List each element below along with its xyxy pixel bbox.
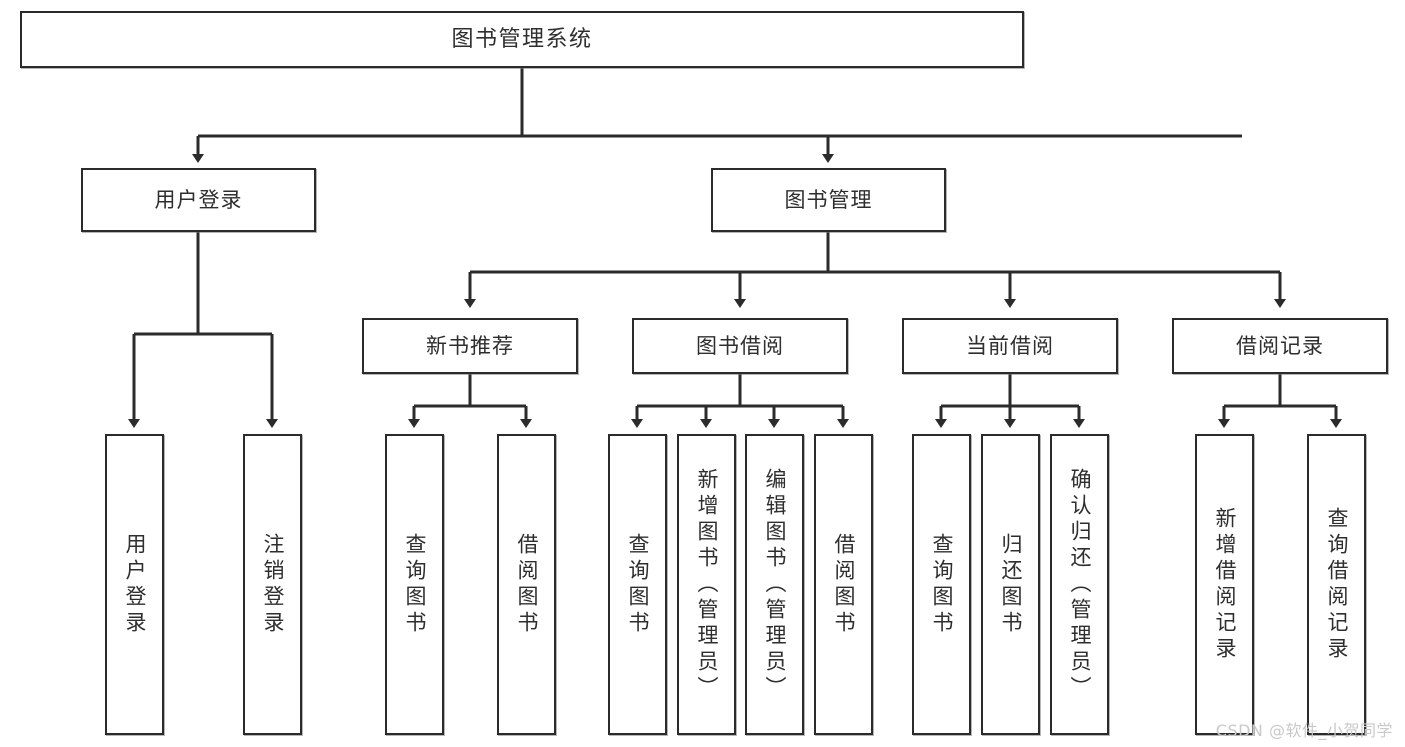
leaf-logout-login[interactable]: 注销登录	[243, 434, 302, 735]
node-book-management[interactable]: 图书管理	[711, 168, 946, 232]
leaf-user-login[interactable]: 用户登录	[105, 434, 164, 735]
leaf-confirm-return-admin[interactable]: 确认归还（管理员）	[1050, 434, 1109, 735]
node-book-borrow[interactable]: 图书借阅	[632, 318, 848, 374]
node-label: 归还图书	[999, 532, 1023, 637]
leaf-add-borrow-record[interactable]: 新增借阅记录	[1195, 434, 1254, 735]
node-label: 新增图书（管理员）	[695, 467, 719, 702]
node-label: 用户登录	[154, 187, 243, 212]
node-label: 新增借阅记录	[1213, 506, 1237, 663]
node-label: 借阅图书	[832, 532, 856, 637]
node-borrow-record[interactable]: 借阅记录	[1172, 318, 1388, 374]
node-label: 借阅记录	[1236, 333, 1324, 358]
node-label: 图书借阅	[696, 333, 784, 358]
leaf-return-book[interactable]: 归还图书	[981, 434, 1040, 735]
node-label: 用户登录	[123, 532, 147, 637]
node-label: 图书管理系统	[451, 26, 593, 52]
node-label: 图书管理	[784, 187, 873, 212]
leaf-borrow-book-2[interactable]: 借阅图书	[814, 434, 873, 735]
node-label: 编辑图书（管理员）	[763, 467, 787, 702]
node-label: 查询借阅记录	[1325, 506, 1349, 663]
node-label: 查询图书	[626, 532, 650, 637]
node-label: 查询图书	[403, 532, 427, 637]
leaf-add-book-admin[interactable]: 新增图书（管理员）	[677, 434, 736, 735]
leaf-query-book-2[interactable]: 查询图书	[608, 434, 667, 735]
node-current-borrow[interactable]: 当前借阅	[902, 318, 1118, 374]
leaf-query-book-3[interactable]: 查询图书	[912, 434, 971, 735]
node-label: 新书推荐	[426, 333, 514, 358]
node-label: 确认归还（管理员）	[1068, 467, 1092, 702]
leaf-query-book-1[interactable]: 查询图书	[385, 434, 444, 735]
node-label: 借阅图书	[515, 532, 539, 637]
leaf-borrow-book-1[interactable]: 借阅图书	[497, 434, 556, 735]
node-user-login[interactable]: 用户登录	[81, 168, 316, 232]
leaf-edit-book-admin[interactable]: 编辑图书（管理员）	[745, 434, 804, 735]
node-label: 注销登录	[261, 532, 285, 637]
node-new-book-recommend[interactable]: 新书推荐	[362, 318, 578, 374]
leaf-query-borrow-record[interactable]: 查询借阅记录	[1307, 434, 1366, 735]
node-label: 当前借阅	[966, 333, 1054, 358]
node-root-system[interactable]: 图书管理系统	[20, 11, 1024, 68]
node-label: 查询图书	[930, 532, 954, 637]
watermark: CSDN @软件_小贺同学	[1215, 721, 1393, 740]
